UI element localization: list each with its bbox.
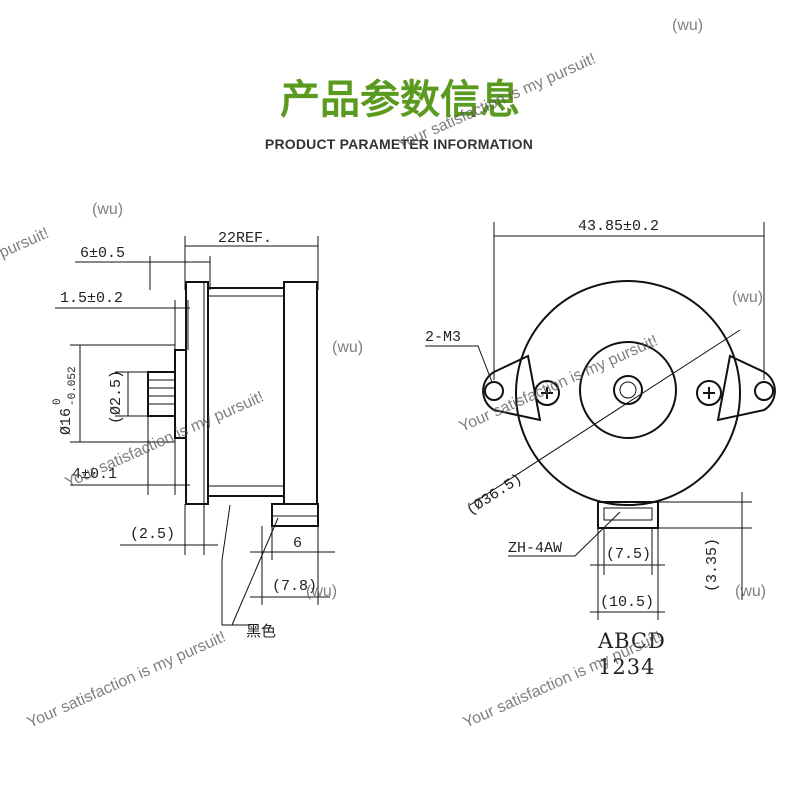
dim-mount-holes: 2-M3: [425, 329, 461, 346]
side-view: 22REF. 6±0.5 1.5±0.2 Ø16: [52, 230, 335, 640]
watermark-tag: (wu): [735, 583, 766, 600]
dim-connector-inner: (7.5): [606, 546, 651, 563]
watermark-tag: (wu): [306, 583, 337, 600]
front-view: 43.85±0.2 2-M3 (Ø36.5) ZH-4AW: [425, 218, 776, 679]
watermark-tag: (wu): [92, 201, 123, 218]
dim-connector-width: 6: [293, 535, 302, 552]
connector-model: ZH-4AW: [508, 540, 562, 557]
dim-connector-height: (3.35): [704, 538, 721, 592]
dim-hole-span: 43.85±0.2: [578, 218, 659, 235]
dim-boss-tol-upper: 0: [52, 398, 64, 405]
dim-length-ref: 22REF.: [218, 230, 272, 247]
watermark-text: Your satisfaction is my pursuit!: [25, 628, 229, 731]
dim-boss-tol-lower: -0.052: [67, 366, 79, 406]
dim-boss-diameter: Ø16: [58, 408, 75, 435]
watermark-text: Your satisfaction is my pursuit!: [461, 628, 665, 731]
dim-connector-outer: (10.5): [600, 594, 654, 611]
dim-shaft-diameter: (Ø2.5): [108, 370, 125, 424]
dim-flange-thickness: 6±0.5: [80, 245, 125, 262]
page-title: 产品参数信息: [280, 77, 520, 123]
page-subtitle: PRODUCT PARAMETER INFORMATION: [265, 136, 533, 152]
watermark-tag: (wu): [332, 339, 363, 356]
wire-color-label: 黑色: [246, 622, 276, 640]
dim-gap: (2.5): [130, 526, 175, 543]
watermark-tag: (wu): [732, 289, 763, 306]
pin-letters: ABCD: [597, 629, 666, 653]
watermark-tag: (wu): [672, 17, 703, 34]
pin-numbers: 1234: [598, 655, 655, 679]
dim-connector-depth: (7.8): [272, 578, 317, 595]
dim-body-diameter: (Ø36.5): [463, 471, 525, 520]
dim-shaft-length: 4±0.1: [72, 466, 117, 483]
dim-boss-height: 1.5±0.2: [60, 290, 123, 307]
watermark-text: pursuit!: [0, 225, 52, 262]
